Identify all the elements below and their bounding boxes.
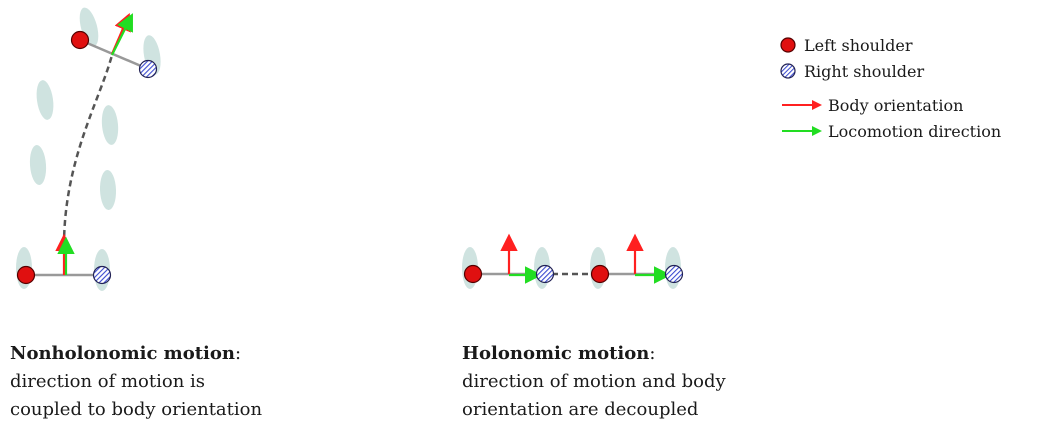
green-arrow-icon (782, 126, 822, 136)
left-shoulder-h2 (590, 264, 610, 284)
left-shoulder-bottom (16, 265, 36, 285)
right-shoulder-h2 (664, 264, 684, 284)
caption-line2-nonholonomic: coupled to body orientation (10, 398, 263, 420)
red-arrow-icon (782, 100, 822, 110)
caption-title-nonholonomic: Nonholonomic motion (10, 343, 235, 364)
caption-holonomic: Holonomic motion: direction of motion an… (462, 340, 862, 424)
right-shoulder-top (138, 59, 158, 79)
holonomic-panel (462, 233, 684, 289)
footprints-nonholonomic (16, 7, 161, 291)
legend-item-left-shoulder: Left shoulder (778, 32, 1040, 58)
legend-label-left-shoulder: Left shoulder (804, 35, 913, 55)
legend: Left shoulder Right shoulder Body orient… (778, 32, 1040, 144)
legend-label-body-orientation: Body orientation (828, 95, 964, 115)
caption-line1-holonomic: direction of motion and body (462, 370, 726, 392)
caption-title-holonomic: Holonomic motion (462, 343, 650, 364)
right-shoulder-bottom (92, 265, 112, 285)
locomotion-arrow-top (111, 13, 133, 56)
legend-item-right-shoulder: Right shoulder (778, 58, 1040, 84)
legend-item-body-orientation: Body orientation (778, 92, 1040, 118)
right-shoulder-h1 (535, 264, 555, 284)
left-shoulder-h1 (463, 264, 483, 284)
caption-nonholonomic: Nonholonomic motion: direction of motion… (10, 340, 340, 424)
legend-label-locomotion-direction: Locomotion direction (828, 121, 1002, 141)
caption-line2-holonomic: orientation are decoupled (462, 398, 699, 420)
footprints-holonomic (462, 247, 681, 289)
right-shoulder-marker-icon (780, 63, 796, 79)
nonholonomic-panel (16, 7, 161, 291)
legend-item-locomotion-direction: Locomotion direction (778, 118, 1040, 144)
left-shoulder-top (70, 30, 90, 50)
legend-label-right-shoulder: Right shoulder (804, 61, 925, 81)
path-curve (62, 54, 114, 247)
left-shoulder-marker-icon (780, 37, 796, 53)
caption-line1-nonholonomic: direction of motion is (10, 370, 206, 392)
